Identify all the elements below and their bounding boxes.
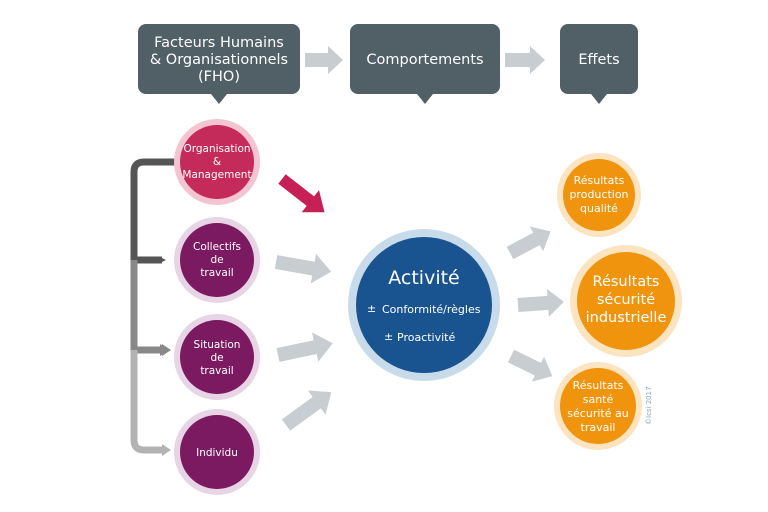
result-securite-line-3: industrielle (586, 310, 667, 326)
result-securite: Résultats sécurité industrielle (570, 245, 682, 357)
result-production-line-3: qualité (580, 202, 618, 215)
copyright-text: ©Icsi 2017 (645, 386, 653, 425)
result-production: Résultats production qualité (557, 153, 641, 237)
factor-collectifs-line-3: travail (200, 267, 233, 279)
factor-organisation-line-3: Management (182, 169, 251, 181)
header-comportements-box: Comportements (350, 24, 500, 104)
header-effets-box: Effets (560, 24, 638, 104)
factor-situation-line-3: travail (200, 365, 233, 377)
result-production-line-2: production (569, 188, 628, 201)
result-sante-line-1: Résultats (573, 379, 624, 392)
header-fho-box: Facteurs Humains & Organisationnels (FHO… (138, 24, 300, 104)
header-effets-label: Effets (578, 52, 619, 68)
header-fho-line-1: Facteurs Humains (154, 35, 284, 51)
header-arrow-1 (305, 46, 343, 74)
factor-situation-line-1: Situation (194, 339, 241, 351)
accent-arrow (278, 174, 325, 213)
arrow-situation-to-activite (276, 332, 333, 362)
result-sante-line-4: travail (581, 421, 616, 434)
result-production-line-1: Résultats (574, 174, 625, 187)
factor-organisation: Organisation & Management (174, 119, 260, 205)
factor-situation-line-2: de (210, 352, 223, 364)
activite-item-1-label: Conformité/règles (382, 303, 481, 316)
result-securite-line-1: Résultats (593, 274, 660, 290)
activite-item-1-sign: ± (367, 302, 376, 315)
activite-item-2-sign: ± (384, 330, 393, 343)
factor-organisation-line-2: & (213, 156, 221, 168)
header-fho-line-3: (FHO) (198, 69, 240, 85)
activite-title: Activité (388, 267, 460, 289)
activite-circle: Activité ± Conformité/règles ± Proactivi… (348, 229, 500, 381)
factor-individu-label: Individu (196, 447, 238, 459)
factor-individu: Individu (174, 409, 260, 495)
factor-organisation-line-1: Organisation (183, 143, 250, 155)
header-fho-line-2: & Organisationnels (150, 52, 288, 68)
header-arrow-2 (505, 46, 545, 74)
header-comportements-label: Comportements (366, 52, 483, 68)
result-securite-line-2: sécurité (597, 292, 655, 308)
arrow-activite-to-production (506, 226, 551, 260)
factor-collectifs-line-2: de (210, 254, 223, 266)
arrow-individu-to-activite (281, 390, 332, 431)
result-sante: Résultats santé sécurité au travail (554, 362, 642, 450)
factor-collectifs: Collectifs de travail (174, 217, 260, 303)
factor-situation: Situation de travail (174, 314, 260, 400)
arrow-collectifs-to-activite (274, 253, 332, 284)
result-sante-line-2: santé (583, 393, 614, 406)
activite-item-2-label: Proactivité (397, 331, 455, 344)
arrow-activite-to-sante (507, 349, 553, 382)
result-sante-line-3: sécurité au (567, 407, 628, 420)
arrow-activite-to-securite (517, 288, 564, 317)
factor-bracket (130, 158, 175, 456)
factor-collectifs-line-1: Collectifs (193, 241, 241, 253)
